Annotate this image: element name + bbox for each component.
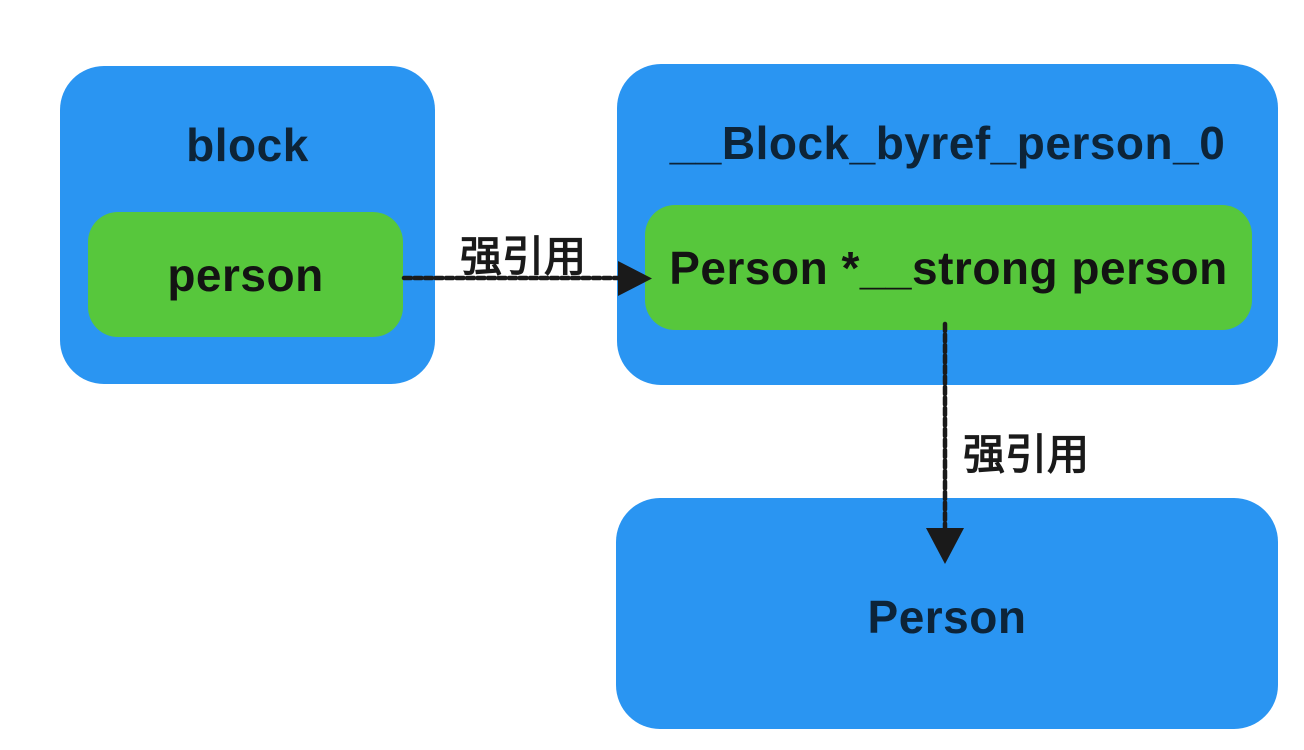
block-box-title: block	[186, 119, 309, 171]
person-object-title: Person	[867, 590, 1027, 643]
person-object-box: Person	[616, 498, 1278, 729]
byref-box-title: __Block_byref_person_0	[669, 117, 1226, 169]
byref-box: __Block_byref_person_0 Person *__strong …	[617, 64, 1278, 385]
byref-strong-person-box: Person *__strong person	[645, 205, 1252, 330]
byref-strong-person-label: Person *__strong person	[669, 241, 1228, 294]
strong-ref-label-vertical: 强引用	[963, 431, 1090, 478]
block-box: block person	[60, 66, 435, 384]
strong-ref-label-horizontal: 强引用	[459, 233, 586, 280]
block-person-variable-box: person	[88, 212, 403, 337]
block-person-variable-label: person	[167, 248, 324, 301]
